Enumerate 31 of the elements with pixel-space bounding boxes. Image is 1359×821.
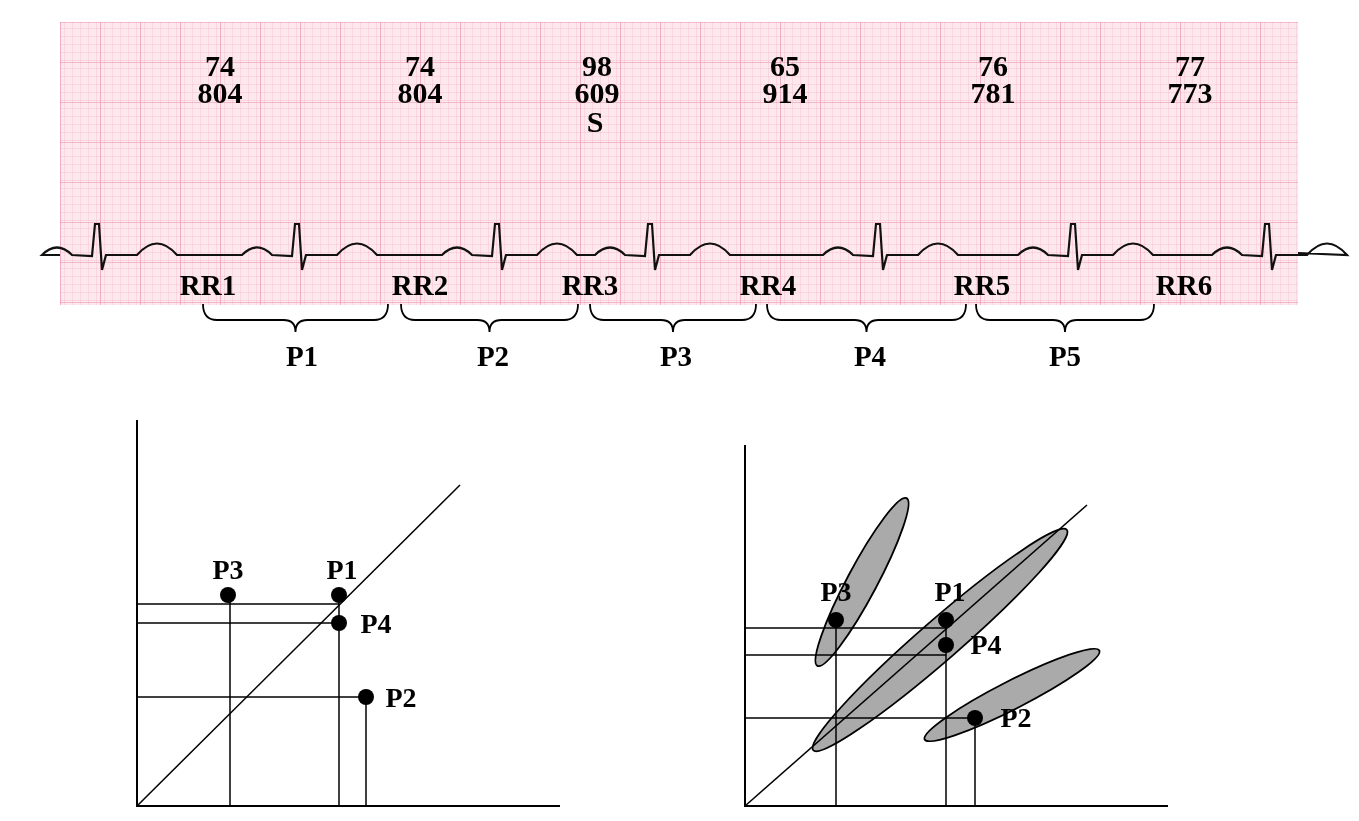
rr-label: RR6 — [1155, 270, 1213, 300]
rr-label: RR2 — [391, 270, 449, 300]
interval-label: P3 — [659, 341, 693, 371]
rr-interval-value: 773 — [1167, 78, 1213, 108]
beat-marker: S — [586, 107, 604, 137]
interval-label: P2 — [476, 341, 510, 371]
rr-label: RR1 — [179, 270, 237, 300]
rr-label: RR5 — [953, 270, 1011, 300]
point-label: P4 — [360, 610, 392, 638]
rr-label: RR3 — [561, 270, 619, 300]
heart-rate-value: 74 — [405, 51, 435, 81]
heart-rate-value: 77 — [1175, 51, 1205, 81]
heart-rate-value: 65 — [770, 51, 800, 81]
rr-interval-value: 781 — [970, 78, 1016, 108]
rr-interval-value: 804 — [197, 78, 243, 108]
heart-rate-value: 98 — [582, 51, 612, 81]
rr-interval-value: 914 — [762, 78, 808, 108]
point-label: P2 — [385, 684, 417, 712]
heart-rate-value: 76 — [978, 51, 1008, 81]
point-label: P3 — [212, 556, 244, 584]
rr-interval-value: 804 — [397, 78, 443, 108]
interval-label: P4 — [853, 341, 887, 371]
point-label: P1 — [326, 556, 358, 584]
point-label: P4 — [970, 631, 1002, 659]
rr-label: RR4 — [739, 270, 797, 300]
heart-rate-value: 74 — [205, 51, 235, 81]
point-label: P2 — [1000, 704, 1032, 732]
rr-interval-value: 609 — [574, 78, 620, 108]
interval-label: P1 — [285, 341, 319, 371]
interval-label: P5 — [1048, 341, 1082, 371]
point-label: P1 — [934, 578, 966, 606]
